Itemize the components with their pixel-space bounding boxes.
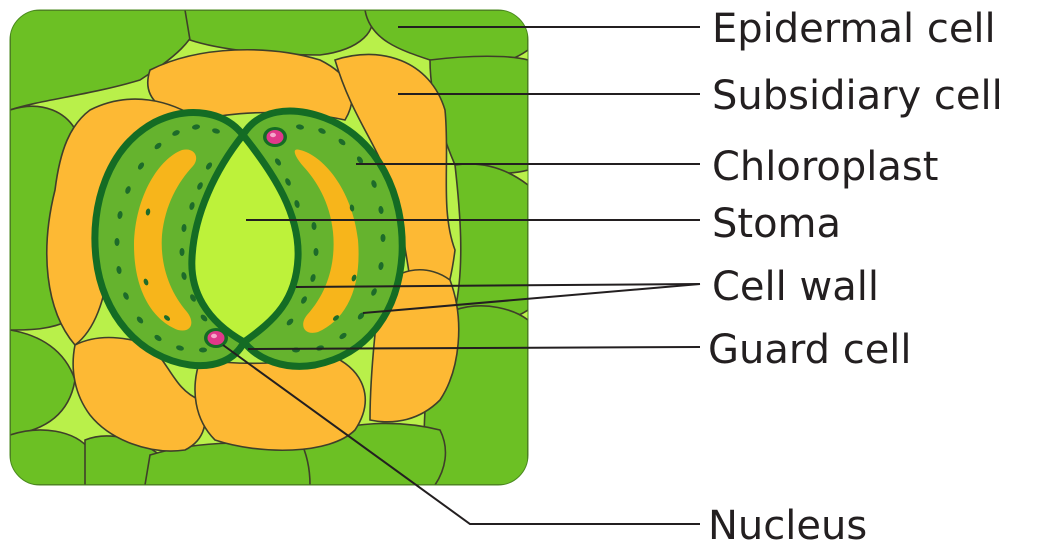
nucleus-right: [263, 127, 287, 147]
label-stoma: Stoma: [712, 201, 841, 247]
nucleolus: [270, 133, 276, 137]
label-cell-wall: Cell wall: [712, 264, 879, 310]
labels: Epidermal cell Subsidiary cell Chloropla…: [708, 6, 1003, 543]
chloroplast: [180, 248, 185, 256]
label-nucleus: Nucleus: [708, 503, 867, 543]
chloroplast: [381, 234, 386, 242]
label-guard-cell: Guard cell: [708, 327, 912, 373]
chloroplast: [314, 248, 319, 256]
subsidiary-cell: [195, 355, 365, 450]
nucleolus: [211, 334, 217, 338]
chloroplast: [199, 348, 207, 353]
nucleus: [267, 130, 284, 144]
nucleus: [208, 331, 225, 345]
label-epidermal-cell: Epidermal cell: [712, 6, 996, 52]
label-subsidiary-cell: Subsidiary cell: [712, 73, 1003, 119]
label-chloroplast: Chloroplast: [712, 144, 938, 190]
epidermal-cell: [455, 164, 528, 321]
chloroplast: [115, 238, 120, 246]
